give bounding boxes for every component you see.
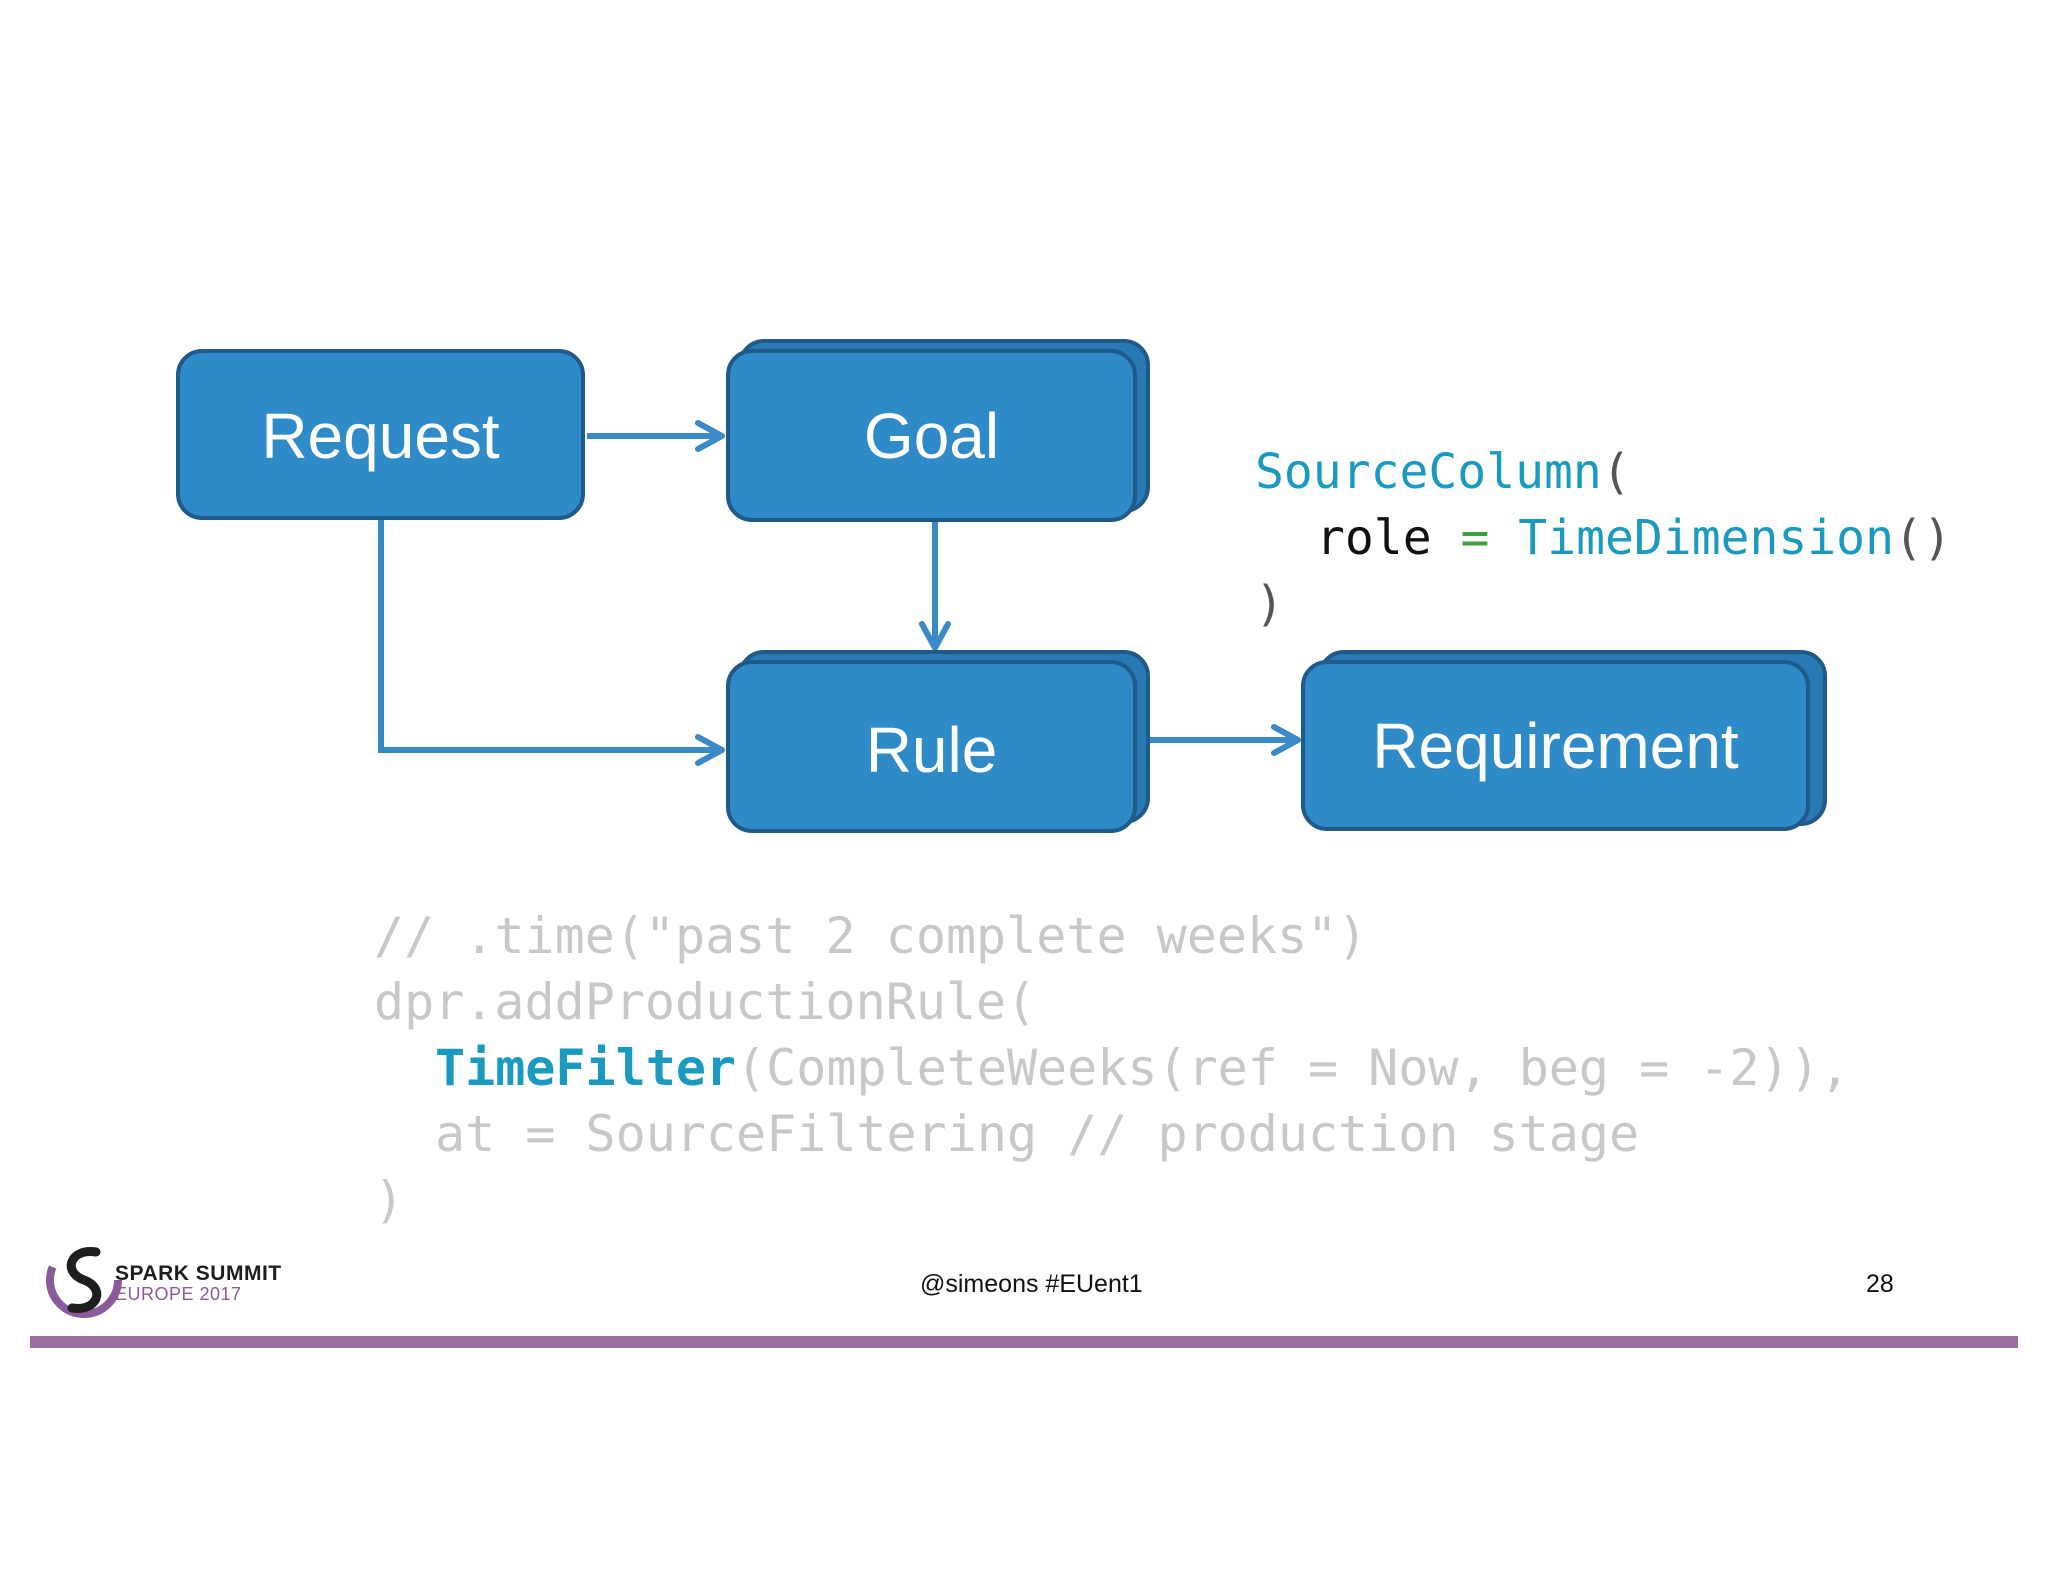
node-requirement-label: Requirement: [1372, 710, 1739, 782]
code-time-dimension: TimeDimension: [1518, 510, 1894, 566]
node-requirement: [1301, 660, 1810, 831]
code-equals: =: [1431, 510, 1519, 566]
footer-divider: [30, 1336, 2018, 1348]
code-bottom-line-1: // .time("past 2 complete weeks"): [374, 907, 1368, 965]
code-bottom-line-2: dpr.addProductionRule(: [374, 973, 1037, 1031]
code-bottom-line-5: ): [374, 1171, 405, 1229]
node-rule: [726, 660, 1137, 833]
code-bottom-line-4: at = SourceFiltering // production stage: [435, 1105, 1640, 1163]
node-request: [176, 349, 585, 520]
spark-summit-logo-icon: [46, 1242, 122, 1318]
code-time-filter: TimeFilter: [435, 1039, 737, 1097]
node-goal-label: Goal: [863, 400, 1000, 472]
code-bottom-line-3: TimeFilter(CompleteWeeks(ref = Now, beg …: [435, 1043, 1850, 1093]
code-top-line-2: role = TimeDimension(): [1316, 514, 1952, 562]
code-top-line-3: ): [1255, 576, 1284, 632]
node-rule-label: Rule: [865, 714, 998, 786]
code-top-line-1: SourceColumn(: [1255, 448, 1631, 496]
logo-title: SPARK SUMMIT: [115, 1262, 282, 1285]
footer-handle: @simeons #EUent1: [920, 1270, 1143, 1298]
logo-subtitle: EUROPE 2017: [115, 1284, 242, 1304]
node-goal: [726, 349, 1137, 522]
code-class-name: SourceColumn: [1255, 444, 1602, 500]
node-request-label: Request: [261, 400, 500, 472]
page-number: 28: [1866, 1270, 1894, 1298]
edge-request-rule: [378, 520, 725, 766]
code-key-role: role: [1316, 510, 1432, 566]
code-time-filter-args: (CompleteWeeks(ref = Now, beg = -2)),: [736, 1039, 1850, 1097]
code-call-parens: (): [1893, 510, 1952, 566]
code-open-paren: (: [1601, 444, 1631, 500]
